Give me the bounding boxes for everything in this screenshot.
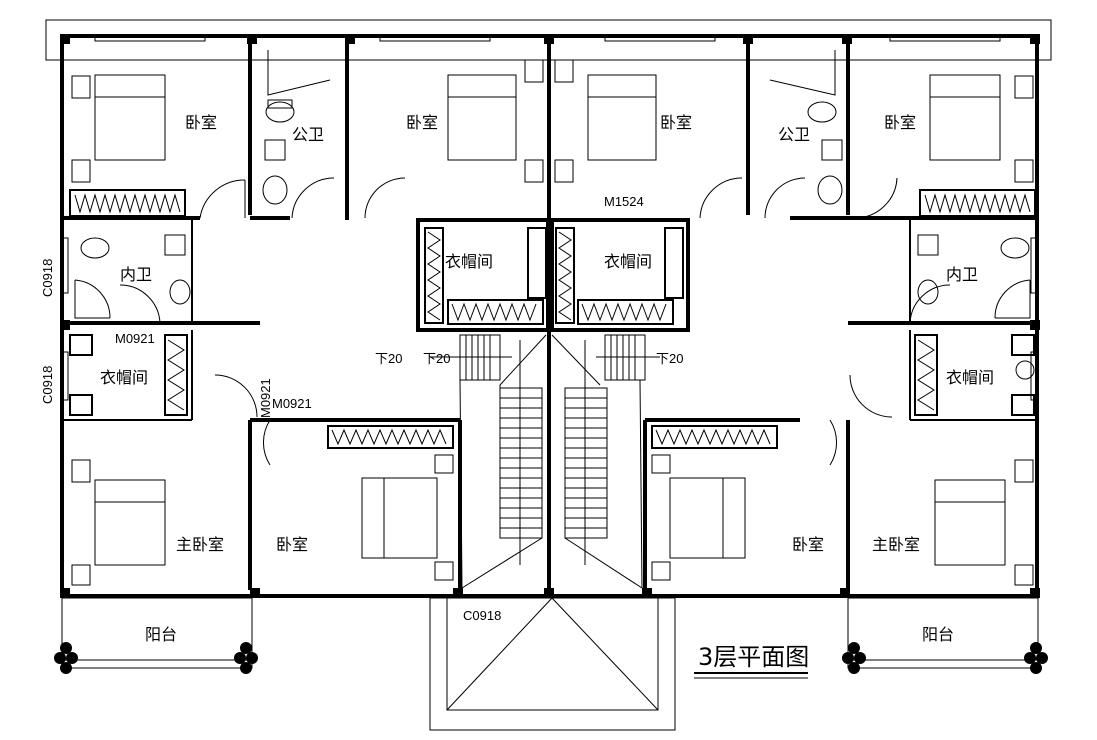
label-balcony-left: 阳台 xyxy=(145,625,177,644)
label-bedroom-top-center-right: 卧室 xyxy=(660,113,692,132)
side-windows xyxy=(61,237,1038,401)
interior-walls xyxy=(62,38,1037,590)
bed-furniture xyxy=(71,59,1034,586)
label-bedroom-top-right: 卧室 xyxy=(884,113,916,132)
balconies xyxy=(54,597,1048,674)
level-tag-down-3: 下20 xyxy=(656,351,683,366)
label-bedroom-bottom-left: 卧室 xyxy=(276,535,308,554)
staircase xyxy=(430,334,660,589)
label-wardrobe-right: 衣帽间 xyxy=(946,368,994,387)
window-code-c0918-side-upper: C0918 xyxy=(40,259,55,297)
door-code-m0921-left: M0921 xyxy=(115,331,155,346)
door-code-m0921-center: M0921 xyxy=(272,396,312,411)
label-ensuite-right: 内卫 xyxy=(946,265,978,284)
label-bedroom-top-center-left: 卧室 xyxy=(406,113,438,132)
door-code-m1524: M1524 xyxy=(604,194,644,209)
marker-circle xyxy=(1015,360,1035,380)
bathroom-fixtures xyxy=(74,50,1031,319)
drawing-title: 3层平面图 xyxy=(698,643,809,671)
closet-rails xyxy=(69,189,1036,449)
label-ensuite-left: 内卫 xyxy=(120,265,152,284)
label-wardrobe-center-left: 衣帽间 xyxy=(445,252,493,271)
top-windows xyxy=(94,35,1001,42)
label-wardrobe-center-right: 衣帽间 xyxy=(604,252,652,271)
label-master-bedroom-right: 主卧室 xyxy=(872,535,920,554)
label-wardrobe-left: 衣帽间 xyxy=(100,368,148,387)
window-code-c0918-side-lower: C0918 xyxy=(40,366,55,404)
porch-roof xyxy=(429,597,676,731)
door-code-m0921-vertical: M0921 xyxy=(258,378,273,418)
door-swings xyxy=(119,177,951,466)
level-tag-down-1: 下20 xyxy=(375,351,402,366)
level-tag-down-2: 下20 xyxy=(423,351,450,366)
label-bedroom-top-left: 卧室 xyxy=(185,113,217,132)
label-master-bedroom-left: 主卧室 xyxy=(176,535,224,554)
label-balcony-right: 阳台 xyxy=(922,625,954,644)
label-public-bath-right: 公卫 xyxy=(778,125,810,144)
window-code-c0918-bottom: C0918 xyxy=(463,608,501,623)
label-public-bath-left: 公卫 xyxy=(292,125,324,144)
label-bedroom-bottom-right: 卧室 xyxy=(792,535,824,554)
